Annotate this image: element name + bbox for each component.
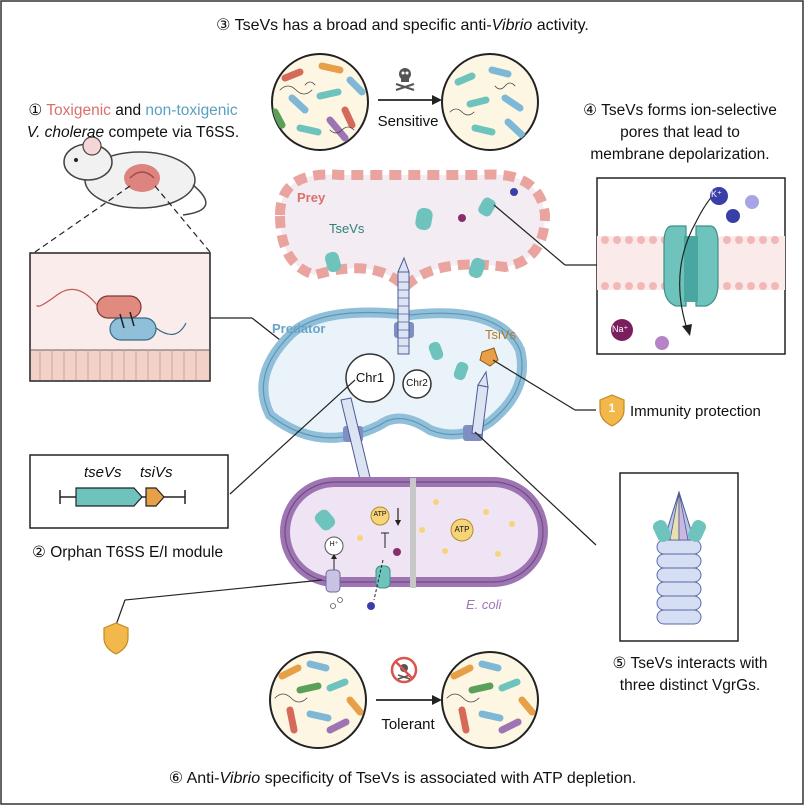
atp-label-1: ATP — [373, 511, 387, 518]
gut-inset — [29, 252, 211, 382]
connector-pmf — [124, 579, 323, 601]
panel-2-label: ② Orphan T6SS E/I module — [32, 544, 224, 561]
ecoli-label: E. coli — [466, 597, 502, 612]
ecoli-cell — [280, 477, 548, 610]
t6ss-spike-upper — [397, 256, 410, 355]
skull-icon — [395, 68, 415, 91]
prey-cell — [274, 169, 551, 295]
na-ion-label: Na⁺ — [612, 324, 629, 334]
connector-chr-module — [229, 379, 356, 495]
atp-label-2: ATP — [454, 525, 470, 534]
k-ion-label: K⁺ — [711, 189, 722, 199]
no-kill-icon — [390, 656, 418, 684]
connector-immunity — [492, 359, 576, 411]
prey-label: Prey — [297, 190, 326, 205]
connector-vgrg — [474, 431, 597, 546]
predator-cell — [258, 307, 527, 443]
ion-pore-inset — [596, 177, 786, 355]
panel-1-heading: ① Toxigenic and non-toxigenic V. cholera… — [26, 102, 240, 141]
tolerant-population-after — [441, 651, 539, 749]
immunity-shield-icon — [599, 394, 625, 427]
tolerant-arrow — [376, 695, 442, 705]
sensitive-population-after — [441, 53, 539, 151]
gene-tsivs-label: tsiVs — [140, 464, 173, 481]
sensitive-label: Sensitive — [377, 113, 439, 130]
prey-effector-label: TseVs — [329, 221, 365, 236]
sensitive-arrow — [378, 95, 442, 105]
predator-label: Predator — [272, 321, 326, 336]
chr2-label: Chr2 — [406, 378, 428, 389]
pmf-shield-icon — [103, 622, 129, 655]
sensitive-population-before — [271, 53, 369, 151]
immunity-label: Immunity protection — [630, 403, 761, 420]
mouse-illustration — [63, 136, 207, 216]
panel-6-heading: ⑥ Anti-Vibrio specificity of TseVs is as… — [168, 770, 637, 787]
gene-module-box — [29, 454, 229, 529]
connector-prey-pore — [493, 204, 566, 266]
chr1-label: Chr1 — [355, 370, 385, 385]
tolerant-label: Tolerant — [381, 716, 435, 733]
zoom-line-right — [154, 185, 211, 253]
hplus-label: H⁺ — [329, 541, 339, 548]
vgrg-inset — [619, 472, 739, 642]
immunity-badge-number: 1 — [608, 401, 616, 415]
tsivs-label: TsiVs — [485, 327, 517, 342]
pmf-description — [20, 662, 220, 706]
t6ss-spike-right — [471, 370, 489, 436]
gene-tsevs-label: tseVs — [84, 464, 122, 481]
tolerant-population-before — [269, 651, 367, 749]
connector-pmf-down — [115, 599, 126, 626]
panel-3-heading: ③ TseVs has a broad and specific anti-Vi… — [216, 17, 589, 34]
